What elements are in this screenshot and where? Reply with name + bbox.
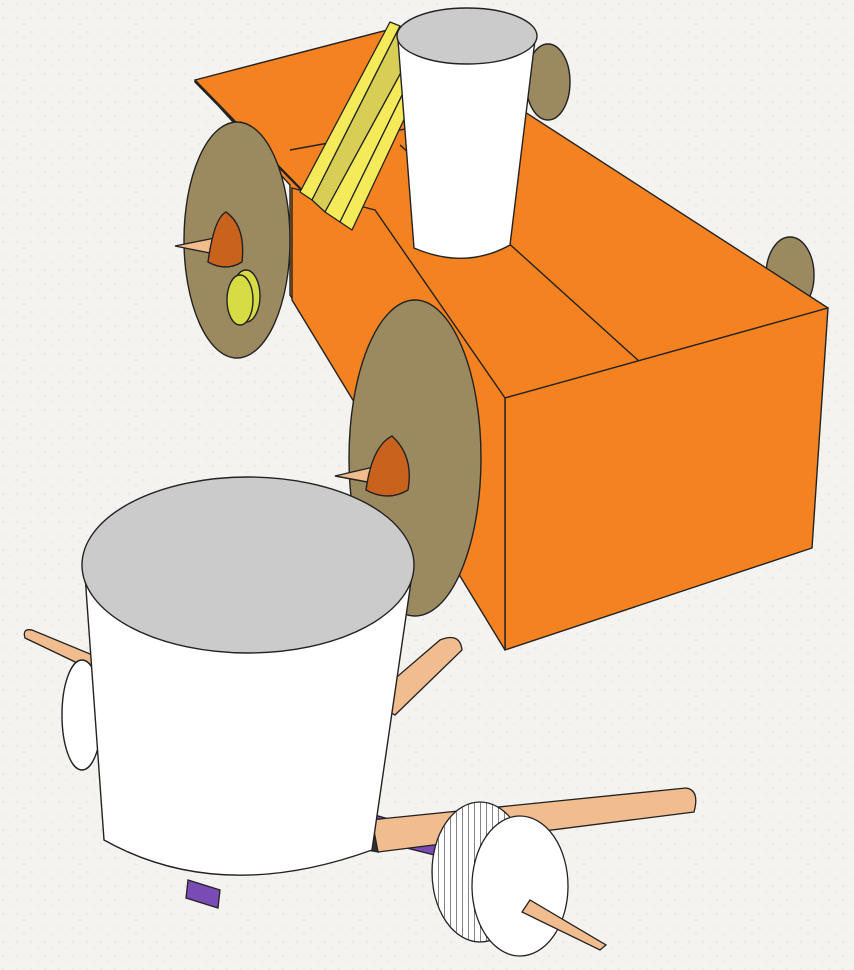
- cap-face: [472, 816, 568, 956]
- chimney-cup-rim: [397, 8, 537, 64]
- yellow-button-front: [227, 275, 253, 325]
- front-cup: [62, 477, 414, 875]
- front-cup-rim: [82, 477, 414, 653]
